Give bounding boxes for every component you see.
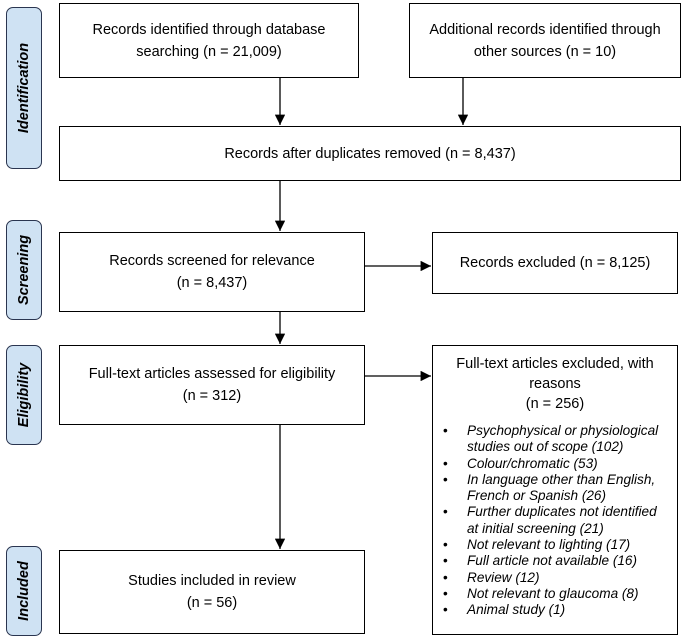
- list-item: Not relevant to lighting (17): [443, 537, 671, 554]
- fulltext-excluded-heading: Full-text articles excluded, with reason…: [433, 354, 677, 414]
- screened-line-2: (n = 8,437): [176, 275, 248, 291]
- list-item: Animal study (1): [443, 602, 671, 619]
- database-records-line-2: searching (n = 21,009): [136, 43, 282, 60]
- list-item: Colour/chromatic (53): [443, 455, 671, 473]
- fulltext-excluded-box: Full-text articles excluded, with reason…: [432, 345, 678, 635]
- reason-line: Review (12): [467, 569, 540, 585]
- fulltext-box: Full-text articles assessed for eligibil…: [59, 345, 365, 425]
- reason-line: Full article not available (16): [467, 553, 638, 569]
- included-line-1: Studies included in review: [128, 573, 296, 589]
- fulltext-line-2: (n = 312): [182, 388, 242, 404]
- stage-included: Included: [6, 546, 42, 636]
- included-box: Studies included in review (n = 56): [59, 550, 365, 634]
- included-line-2: (n = 56): [186, 595, 238, 611]
- exclusion-reasons-list: Psychophysical or physiological studies …: [433, 423, 677, 619]
- reason-line: In language other than English,: [467, 471, 656, 487]
- reason-line: Not relevant to lighting (17): [467, 537, 631, 553]
- reason-line: Animal study (1): [467, 602, 566, 618]
- excluded-line-1: Records excluded (n = 8,125): [459, 255, 651, 271]
- fulltext-excluded-heading-line-1: Full-text articles excluded, with: [456, 356, 654, 372]
- other-sources-line-1: Additional records identified through: [429, 21, 661, 38]
- stage-identification: Identification: [6, 7, 42, 169]
- reason-line: Psychophysical or physiological: [467, 423, 659, 438]
- fulltext-line-1: Full-text articles assessed for eligibil…: [88, 366, 336, 382]
- after-duplicates-line-1: Records after duplicates removed (n = 8,…: [224, 145, 516, 162]
- fulltext-excluded-heading-line-2: reasons: [529, 376, 581, 392]
- reason-line: French or Spanish (26): [467, 488, 607, 504]
- database-records-line-1: Records identified through database: [92, 21, 326, 38]
- other-sources-box: Additional records identified through ot…: [409, 3, 681, 78]
- stage-screening: Screening: [6, 220, 42, 320]
- reason-line: Not relevant to glaucoma (8): [467, 585, 639, 601]
- other-sources-line-2: other sources (n = 10): [473, 43, 617, 60]
- stage-eligibility: Eligibility: [6, 345, 42, 445]
- list-item: Psychophysical or physiological studies …: [443, 423, 671, 456]
- database-records-box: Records identified through database sear…: [59, 3, 359, 78]
- list-item: Further duplicates not identified at ini…: [443, 504, 671, 537]
- screened-box: Records screened for relevance (n = 8,43…: [59, 232, 365, 312]
- after-duplicates-box: Records after duplicates removed (n = 8,…: [59, 126, 681, 181]
- reason-line: studies out of scope (102): [467, 439, 624, 455]
- list-item: In language other than English, French o…: [443, 472, 671, 505]
- list-item: Review (12): [443, 569, 671, 587]
- excluded-box: Records excluded (n = 8,125): [432, 232, 678, 294]
- reason-line: at initial screening (21): [467, 520, 604, 536]
- reason-line: Colour/chromatic (53): [467, 455, 598, 471]
- reason-line: Further duplicates not identified: [467, 504, 657, 520]
- list-item: Not relevant to glaucoma (8): [443, 585, 671, 603]
- screened-line-1: Records screened for relevance: [109, 253, 315, 269]
- list-item: Full article not available (16): [443, 553, 671, 570]
- fulltext-excluded-heading-line-3: (n = 256): [525, 396, 585, 412]
